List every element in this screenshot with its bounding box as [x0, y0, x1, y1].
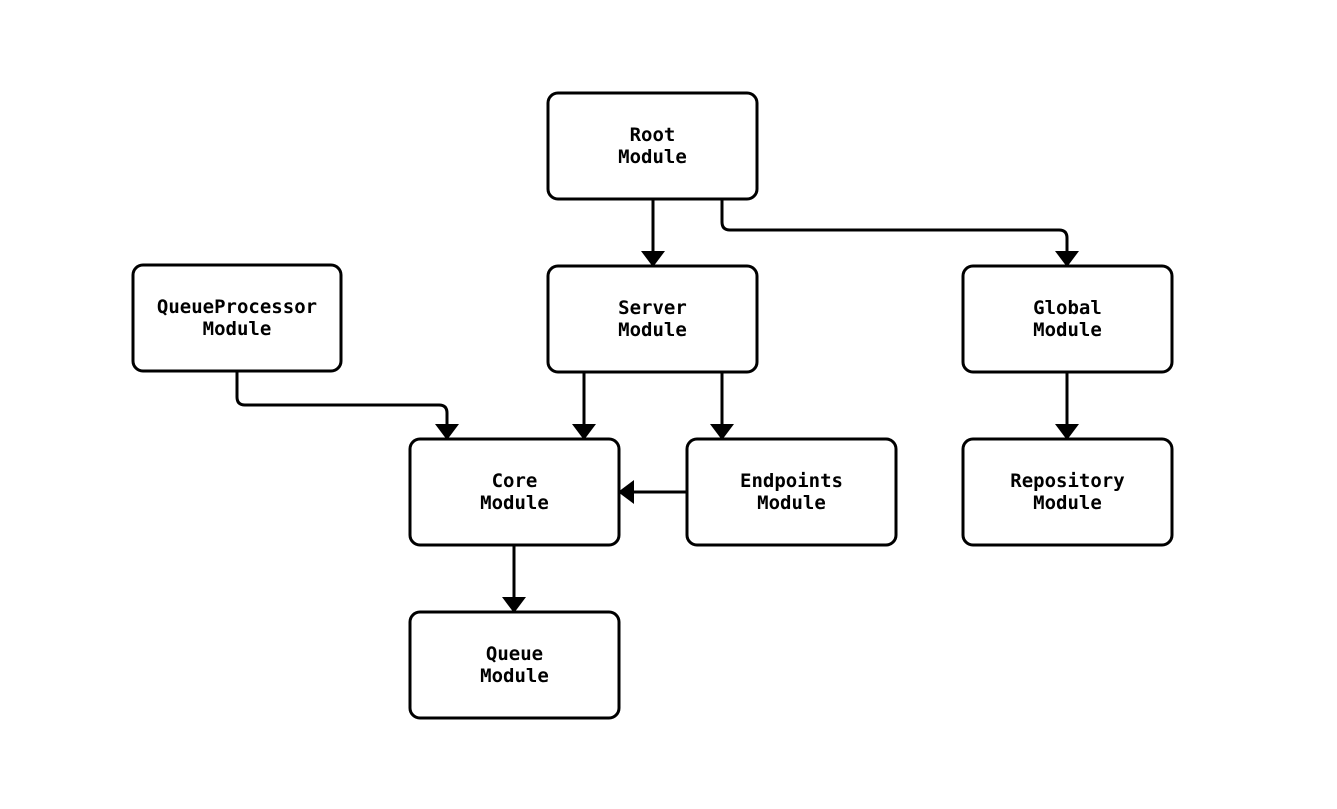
node-repository-module-label-line-2: Module [1033, 492, 1102, 514]
edge-root-to-global [720, 199, 1079, 267]
node-server-module-label-line-2: Module [618, 319, 687, 341]
node-endpoints-module-label-line-2: Module [757, 492, 826, 514]
node-repository-module-label-line-1: Repository [1010, 470, 1124, 492]
node-server-module-label-line-1: Server [618, 297, 687, 319]
node-root-module-label-line-2: Module [618, 146, 687, 168]
nodes-layer: RootModuleQueueProcessorModuleServerModu… [131, 91, 1174, 720]
node-core-module-label-line-1: Core [492, 470, 538, 492]
node-root-module-label-line-1: Root [630, 124, 676, 146]
node-core-module-label-line-2: Module [480, 492, 549, 514]
node-queueprocessor-module-box [131, 263, 343, 373]
node-endpoints-module-label-line-1: Endpoints [740, 470, 843, 492]
node-global-module-box [961, 264, 1174, 374]
node-global-module-label-line-2: Module [1033, 319, 1102, 341]
node-queue-module-label-line-2: Module [480, 665, 549, 687]
node-core-module-box [408, 437, 621, 547]
node-endpoints-module-box [685, 437, 898, 547]
node-server-module-box [546, 264, 759, 374]
edges-layer [235, 199, 1079, 613]
node-queue-module-box [408, 610, 621, 720]
node-root-module-box [546, 91, 759, 201]
node-global-module-label-line-1: Global [1033, 297, 1102, 319]
node-queue-module-label-line-1: Queue [486, 643, 543, 665]
node-repository-module-box [961, 437, 1174, 547]
edge-queueprocessor-to-core [235, 371, 459, 440]
node-queueprocessor-module-label-line-1: QueueProcessor [157, 296, 317, 318]
node-queueprocessor-module-label-line-2: Module [203, 318, 272, 340]
